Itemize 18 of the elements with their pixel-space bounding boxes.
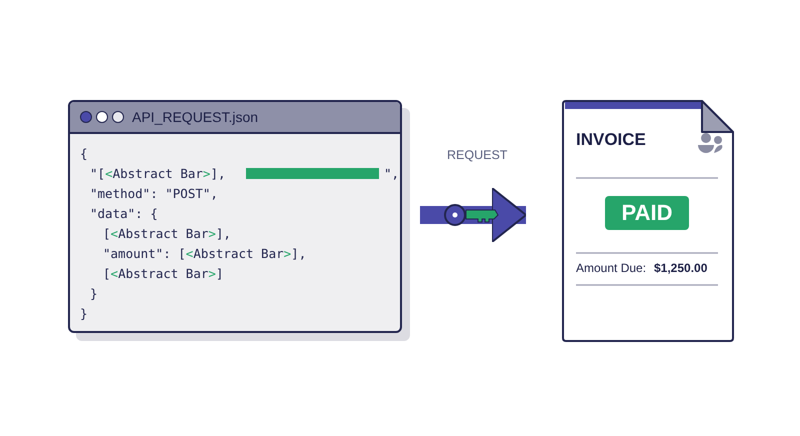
code-line: [<Abstract Bar>] xyxy=(103,266,224,281)
code-line: [<Abstract Bar>], xyxy=(103,226,231,241)
amount-label: Amount Due: xyxy=(576,261,646,275)
code-line: "amount": [<Abstract Bar>], xyxy=(103,246,306,261)
code-line: { xyxy=(80,146,88,161)
block-arrow xyxy=(420,187,527,243)
paid-badge: PAID xyxy=(605,196,689,230)
code-line: "[<Abstract Bar>], xyxy=(90,166,226,181)
edge-label: REQUEST xyxy=(447,148,508,162)
invoice-title: INVOICE xyxy=(576,130,646,150)
code-line: } xyxy=(80,306,88,321)
code-line: "data": { xyxy=(90,206,158,221)
code-line: } xyxy=(90,286,98,301)
file-name: API_REQUEST.json xyxy=(132,109,258,125)
code-line: ", xyxy=(384,166,400,181)
amount-value: $1,250.00 xyxy=(654,261,708,275)
invoice-document xyxy=(562,100,734,342)
code-line: "method": "POST", xyxy=(90,186,218,201)
